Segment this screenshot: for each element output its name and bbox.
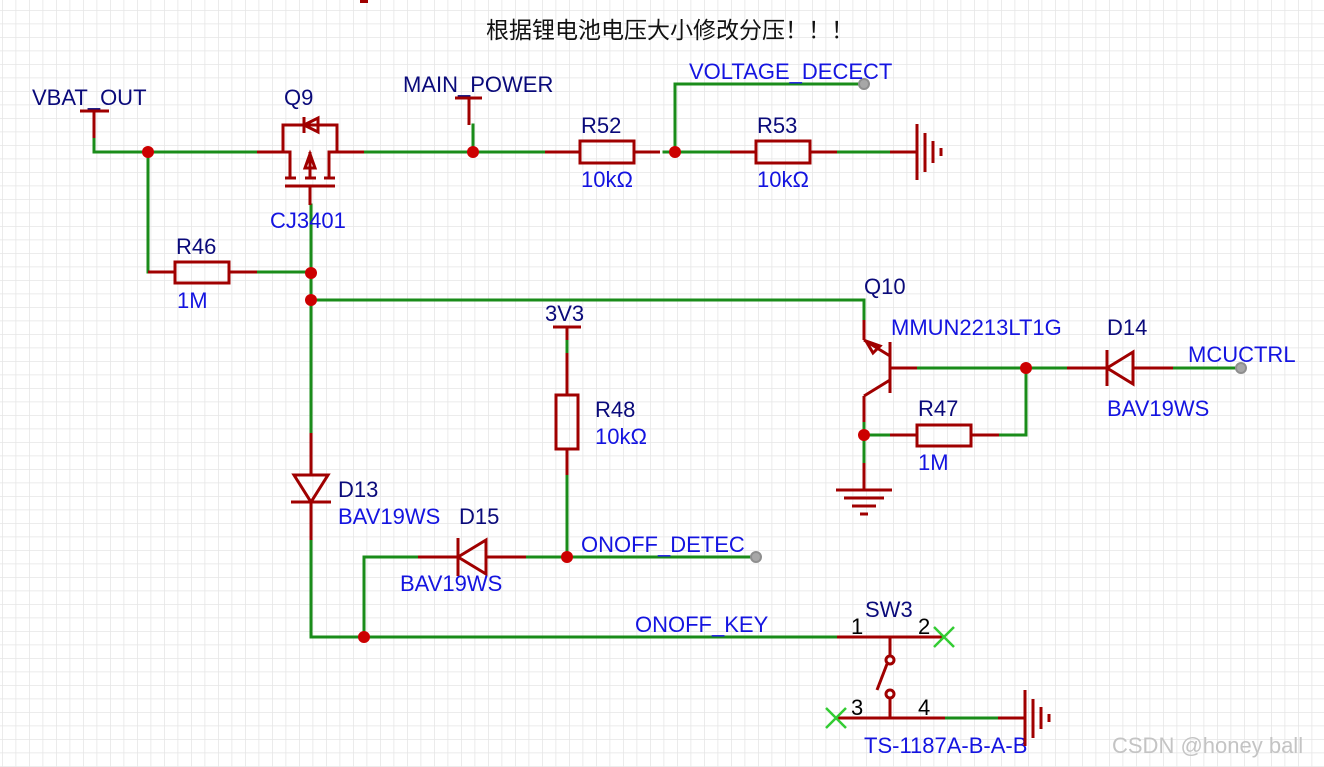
junction-dot: [669, 146, 681, 158]
sw3-value: TS-1187A-B-A-B: [864, 733, 1027, 758]
junction-dot: [858, 429, 870, 441]
main-power-label: MAIN_POWER: [403, 72, 553, 97]
r46-value: 1M: [177, 288, 208, 313]
ground-symbol-sw3: [998, 690, 1051, 746]
r47-designator: R47: [918, 396, 958, 421]
ground-symbol-r53: [890, 124, 943, 180]
q9-designator: Q9: [284, 85, 313, 110]
wire-voltage-detect: [673, 82, 866, 154]
v3v3-port: 3V3: [545, 301, 584, 395]
junction-dot: [305, 294, 317, 306]
d13-diode: D13 BAV19WS: [291, 433, 440, 540]
no-connect-pin2-icon: [933, 626, 955, 648]
d15-diode: D15 BAV19WS: [400, 504, 526, 596]
sw3-switch: SW3 1 2 3 4 TS-1187A-B-A-B: [825, 597, 1027, 758]
sw3-pin1: 1: [851, 614, 863, 639]
v3v3-label: 3V3: [545, 301, 584, 326]
sw3-pin4: 4: [918, 695, 930, 720]
main-power-port: MAIN_POWER: [403, 72, 553, 125]
design-note: 根据锂电池电压大小修改分压！！！: [486, 18, 854, 44]
mcuctrl-net: MCUCTRL: [1188, 342, 1296, 374]
d14-value: BAV19WS: [1107, 396, 1209, 421]
d13-value: BAV19WS: [338, 504, 440, 529]
wire-vbat-rail: [92, 136, 259, 154]
junctions: [142, 146, 1032, 643]
junction-dot: [467, 146, 479, 158]
onoff-detec-label: ONOFF_DETEC: [581, 532, 745, 557]
r53-designator: R53: [757, 113, 797, 138]
d15-designator: D15: [459, 504, 499, 529]
d15-value: BAV19WS: [400, 571, 502, 596]
sw3-designator: SW3: [865, 597, 913, 622]
junction-dot: [561, 551, 573, 563]
no-connect-pin3-icon: [825, 707, 847, 729]
r48-value: 10kΩ: [595, 424, 647, 449]
voltage-detect-label: VOLTAGE_DECECT: [689, 59, 892, 84]
q10-designator: Q10: [864, 274, 906, 299]
r46-designator: R46: [176, 234, 216, 259]
r52-resistor: R52 10kΩ: [545, 113, 660, 192]
d13-designator: D13: [338, 477, 378, 502]
r53-value: 10kΩ: [757, 167, 809, 192]
q10-transistor: Q10 MMUN2213LT1G: [862, 274, 1062, 422]
wire-q10-base: [915, 366, 1028, 437]
r47-value: 1M: [918, 450, 949, 475]
onoff-key-label: ONOFF_KEY: [635, 612, 769, 637]
junction-dot: [142, 146, 154, 158]
q9-value: CJ3401: [270, 208, 346, 233]
wire-d15-left: [362, 555, 420, 639]
onoff-detec-net: ONOFF_DETEC: [581, 532, 762, 563]
vbat-out-port: VBAT_OUT: [32, 85, 147, 138]
junction-dot: [1020, 362, 1032, 374]
wire-onoff-key: [309, 538, 839, 639]
r48-resistor: R48 10kΩ: [554, 393, 647, 475]
offscreen-pin-stub: [360, 0, 368, 3]
junction-dot: [358, 631, 370, 643]
voltage-detect-net: VOLTAGE_DECECT: [689, 59, 892, 90]
junction-dot: [305, 267, 317, 279]
watermark: CSDN @honey ball: [1112, 733, 1303, 758]
q9-mosfet: Q9 CJ3401: [257, 85, 364, 233]
sw3-pin2: 2: [918, 614, 930, 639]
sw3-pin3: 3: [851, 695, 863, 720]
ground-symbol-q10: [836, 463, 892, 516]
r47-resistor: R47 1M: [890, 396, 999, 475]
vbat-out-label: VBAT_OUT: [32, 85, 147, 110]
wire-q10-emitter: [309, 298, 866, 322]
r52-designator: R52: [581, 113, 621, 138]
mcuctrl-label: MCUCTRL: [1188, 342, 1296, 367]
d14-diode: D14 BAV19WS: [1067, 315, 1209, 421]
r52-value: 10kΩ: [581, 167, 633, 192]
q10-value: MMUN2213LT1G: [891, 315, 1062, 340]
r48-designator: R48: [595, 397, 635, 422]
r53-resistor: R53 10kΩ: [730, 113, 837, 192]
d14-designator: D14: [1107, 315, 1147, 340]
r46-resistor: R46 1M: [148, 234, 257, 313]
